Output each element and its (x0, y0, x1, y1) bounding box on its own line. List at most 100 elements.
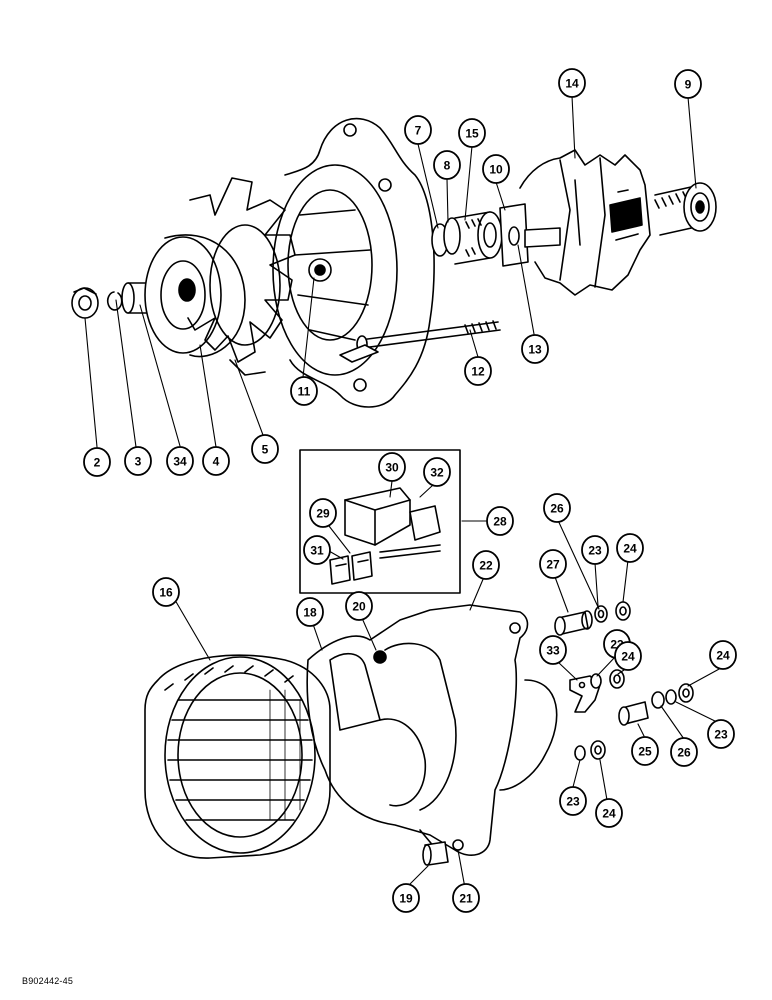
svg-text:34: 34 (173, 455, 187, 469)
callout-3: 3 (124, 446, 152, 476)
svg-text:29: 29 (316, 507, 330, 521)
callout-26b: 26 (670, 737, 698, 767)
slip-ring-end-housing (306, 604, 558, 861)
callout-24a: 24 (616, 533, 644, 563)
callout-21: 21 (452, 883, 480, 913)
brush-holder (329, 487, 441, 585)
callout-25: 25 (631, 736, 659, 766)
callout-24d: 24 (595, 798, 623, 828)
callout-16: 16 (152, 577, 180, 607)
callout-23a: 23 (581, 535, 609, 565)
svg-text:11: 11 (298, 385, 311, 399)
callout-29: 29 (309, 498, 337, 528)
svg-text:31: 31 (310, 544, 324, 558)
callout-22: 22 (472, 550, 500, 580)
washer-23b (590, 673, 602, 689)
nut-24d (590, 740, 606, 760)
drive-end-housing (272, 117, 435, 408)
drawing-reference-number: B902442-45 (22, 976, 74, 986)
svg-text:27: 27 (546, 558, 560, 572)
callout-32: 32 (423, 457, 451, 487)
through-bolt (339, 320, 501, 363)
callout-34: 34 (166, 446, 194, 476)
svg-text:5: 5 (262, 443, 269, 457)
callout-18: 18 (296, 597, 324, 627)
svg-text:25: 25 (638, 745, 652, 759)
insulator-25 (618, 701, 649, 726)
pulley (144, 234, 246, 358)
svg-text:12: 12 (471, 365, 485, 379)
callout-24b: 24 (614, 641, 642, 671)
nut-24a (615, 601, 631, 621)
callout-5: 5 (251, 434, 279, 464)
rotor (519, 149, 651, 296)
lock-washer (106, 291, 123, 311)
bearing-stack (431, 203, 529, 267)
svg-text:8: 8 (444, 159, 451, 173)
callout-24c: 24 (709, 640, 737, 670)
callout-7: 7 (404, 115, 432, 145)
rear-bearing (654, 182, 717, 236)
callout-30: 30 (378, 452, 406, 482)
hex-nut (71, 287, 99, 319)
callout-11: 11 (290, 376, 318, 406)
svg-text:24: 24 (716, 649, 730, 663)
svg-text:30: 30 (385, 461, 399, 475)
washer-26a (594, 605, 608, 623)
svg-text:22: 22 (479, 559, 493, 573)
svg-text:23: 23 (588, 544, 602, 558)
stator (144, 654, 331, 859)
callout-2: 2 (83, 447, 111, 477)
svg-text:13: 13 (528, 343, 542, 357)
lockwasher-23c (665, 689, 677, 705)
svg-text:24: 24 (623, 542, 637, 556)
svg-text:4: 4 (213, 455, 220, 469)
svg-text:32: 32 (430, 466, 444, 480)
svg-text:2: 2 (94, 456, 101, 470)
svg-text:9: 9 (685, 78, 692, 92)
callout-33: 33 (539, 635, 567, 665)
svg-text:24: 24 (621, 650, 635, 664)
svg-text:24: 24 (602, 807, 616, 821)
svg-text:7: 7 (415, 124, 422, 138)
svg-text:18: 18 (303, 606, 317, 620)
svg-text:26: 26 (677, 746, 691, 760)
callout-20: 20 (345, 591, 373, 621)
svg-text:23: 23 (714, 728, 728, 742)
washer-26b (651, 691, 665, 709)
nut-24c (678, 683, 694, 703)
callout-19: 19 (392, 883, 420, 913)
callout-12: 12 (464, 356, 492, 386)
svg-text:15: 15 (465, 127, 479, 141)
callout-8: 8 (433, 150, 461, 180)
svg-text:19: 19 (399, 892, 413, 906)
svg-text:16: 16 (159, 586, 173, 600)
callout-23d: 23 (559, 786, 587, 816)
svg-text:3: 3 (135, 455, 142, 469)
callout-4: 4 (202, 446, 230, 476)
callout-bubbles: 2 3 34 4 5 11 12 13 9 14 10 15 8 7 30 32… (83, 68, 737, 913)
svg-text:33: 33 (546, 644, 560, 658)
svg-text:10: 10 (489, 163, 503, 177)
callout-13: 13 (521, 334, 549, 364)
leader-lines (84, 95, 722, 889)
callout-10: 10 (482, 154, 510, 184)
callout-15: 15 (458, 118, 486, 148)
svg-text:20: 20 (352, 600, 366, 614)
callout-9: 9 (674, 69, 702, 99)
svg-text:21: 21 (459, 892, 473, 906)
nut-24b (609, 669, 625, 689)
svg-text:28: 28 (493, 515, 507, 529)
svg-text:26: 26 (550, 502, 564, 516)
callout-26a: 26 (543, 493, 571, 523)
svg-text:23: 23 (566, 795, 580, 809)
callout-27: 27 (539, 549, 567, 579)
washer-23d (574, 745, 586, 761)
sleeve (422, 841, 449, 866)
callout-14: 14 (558, 68, 586, 98)
callout-31: 31 (303, 535, 331, 565)
svg-text:14: 14 (565, 77, 579, 91)
insulator-27 (554, 610, 593, 636)
